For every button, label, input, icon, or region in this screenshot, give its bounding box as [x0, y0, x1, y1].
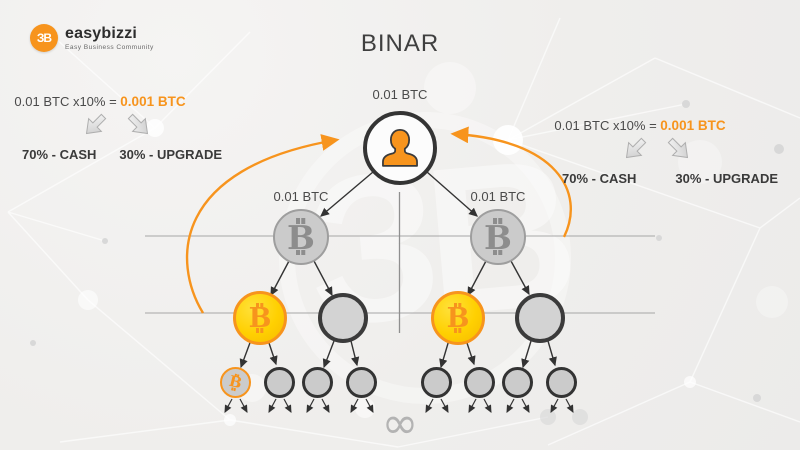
- empty-node-small: [346, 367, 377, 398]
- btc-node-right: B: [470, 209, 526, 265]
- infinity-symbol: ∞: [381, 398, 419, 449]
- empty-node-small: [502, 367, 533, 398]
- empty-node-small: [421, 367, 452, 398]
- logo: ЗB easybizzi Easy Business Community: [30, 24, 154, 52]
- reentry-arrow-left: [185, 134, 340, 314]
- btc-node-left: B: [273, 209, 329, 265]
- formula-right-result: 0.001 BTC: [660, 118, 726, 133]
- brand-tagline: Easy Business Community: [65, 43, 154, 51]
- page-title: BINAR: [360, 30, 440, 57]
- formula-left-prefix: 0.01 BTC x10% =: [14, 94, 117, 109]
- tree-arrows: [239, 171, 557, 369]
- right-branch-label: 0.01 BTC: [470, 189, 526, 204]
- upgrade-share-label: 30% - UPGRADE: [675, 171, 778, 186]
- gold-btc-node: B: [233, 291, 287, 345]
- split-arrow-left-icon: [625, 137, 647, 159]
- bitcoin-icon: B: [484, 217, 512, 257]
- empty-node-small: [302, 367, 333, 398]
- cash-share-label: 70% - CASH: [22, 147, 97, 162]
- logo-badge-icon: ЗB: [30, 24, 58, 52]
- split-arrow-right-icon: [127, 113, 149, 135]
- bitcoin-icon: B: [287, 217, 315, 257]
- split-arrow-right-icon: [667, 137, 689, 159]
- reentry-arrows: [185, 126, 572, 314]
- formula-right-split: 70% - CASH 30% - UPGRADE: [562, 171, 778, 186]
- formula-left-result: 0.001 BTC: [120, 94, 186, 109]
- formula-right-prefix: 0.01 BTC x10% =: [554, 118, 657, 133]
- guide-lines: [145, 192, 655, 333]
- brand-name: easybizzi: [65, 24, 138, 42]
- empty-node-small: [264, 367, 295, 398]
- gold-btc-node: B: [431, 291, 485, 345]
- formula-left-split: 70% - CASH 30% - UPGRADE: [22, 147, 222, 162]
- bitcoin-icon: B: [446, 302, 470, 334]
- empty-node: [515, 293, 565, 343]
- root-node-label: 0.01 BTC: [372, 87, 428, 102]
- cash-share-label: 70% - CASH: [562, 171, 637, 186]
- left-branch-label: 0.01 BTC: [273, 189, 329, 204]
- reentry-arrow-right: [450, 126, 572, 238]
- expansion-arrows: [224, 398, 574, 413]
- empty-node-small: [464, 367, 495, 398]
- empty-node-small: [546, 367, 577, 398]
- bitcoin-icon: B: [227, 371, 244, 393]
- formula-left-equation: 0.01 BTC x10% = 0.001 BTC: [8, 94, 192, 109]
- split-arrow-left-icon: [85, 113, 107, 135]
- formula-right-equation: 0.01 BTC x10% = 0.001 BTC: [540, 118, 740, 133]
- root-user-node: [363, 111, 437, 185]
- upgrade-share-label: 30% - UPGRADE: [119, 147, 222, 162]
- gold-btc-node-small: B: [220, 367, 251, 398]
- empty-node: [318, 293, 368, 343]
- logo-text-group: easybizzi Easy Business Community: [65, 24, 154, 51]
- bitcoin-icon: B: [248, 302, 272, 334]
- user-icon: [382, 128, 418, 167]
